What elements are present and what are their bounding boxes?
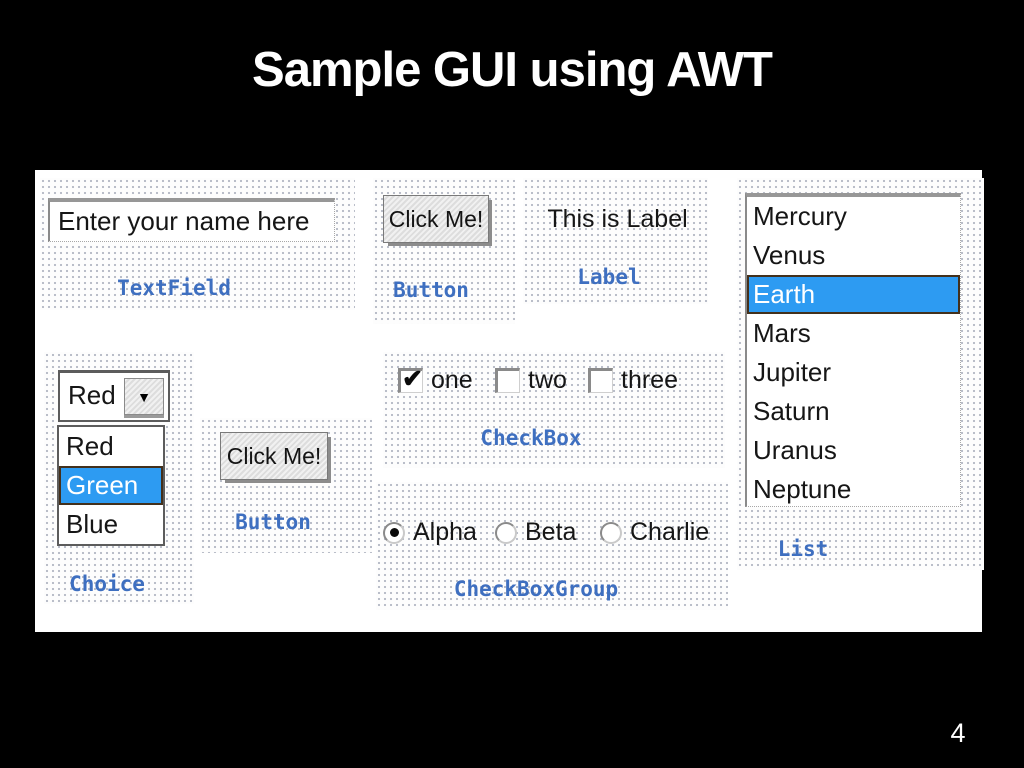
planet-list[interactable]: Mercury Venus Earth Mars Jupiter Saturn … [745, 193, 961, 507]
button1-caption: Button [393, 278, 469, 302]
checkbox-label: two [528, 366, 567, 394]
choice-arrow-button[interactable]: ▼ [124, 378, 164, 415]
checkbox-caption: CheckBox [480, 426, 582, 450]
radio-button[interactable] [600, 521, 622, 544]
checkbox-box-checked[interactable]: ✔ [398, 365, 423, 393]
list-caption: List [777, 537, 829, 561]
choice-caption: Choice [69, 572, 145, 596]
dropdown-arrow-icon: ▼ [137, 388, 151, 405]
list-item[interactable]: Venus [753, 240, 826, 270]
radio-charlie[interactable]: Charlie [600, 518, 709, 547]
checkbox-two[interactable]: two [495, 366, 567, 395]
radio-dot-icon [389, 528, 399, 537]
list-item[interactable]: Neptune [753, 474, 852, 504]
list-item[interactable]: Mars [753, 318, 811, 348]
radio-beta[interactable]: Beta [495, 518, 576, 547]
choice-option[interactable]: Red [66, 431, 114, 461]
choice-option[interactable]: Blue [66, 509, 119, 539]
button2-caption: Button [235, 510, 311, 534]
choice-options-list[interactable]: Red Green Blue [57, 425, 165, 546]
page-title: Sample GUI using AWT [252, 43, 773, 97]
check-icon: ✔ [402, 365, 423, 393]
radio-alpha[interactable]: Alpha [383, 518, 477, 547]
radio-label: Beta [525, 518, 577, 546]
checkbox-box[interactable] [495, 368, 520, 393]
name-textfield[interactable] [48, 198, 335, 242]
checkbox-label: three [621, 366, 678, 394]
checkbox-three[interactable]: three [588, 366, 678, 395]
list-item[interactable]: Jupiter [753, 357, 832, 387]
checkbox-one[interactable]: ✔ one [398, 365, 473, 395]
color-choice-dropdown[interactable]: Red ▼ [58, 370, 170, 422]
textfield-caption: TextField [117, 276, 231, 300]
slide-page-number: 4 [950, 718, 966, 748]
list-item[interactable]: Mercury [753, 201, 847, 231]
list-item[interactable]: Uranus [753, 435, 837, 465]
list-item[interactable]: Saturn [753, 396, 830, 426]
checkbox-panel [383, 352, 725, 468]
checkboxgroup-panel [376, 482, 728, 610]
list-item-selected[interactable]: Earth [747, 275, 960, 314]
choice-selected-value: Red [68, 380, 116, 410]
radio-label: Alpha [413, 518, 477, 546]
radio-button[interactable] [495, 521, 517, 544]
label-panel [523, 178, 708, 304]
checkboxgroup-caption: CheckBoxGroup [453, 577, 619, 601]
radio-button-selected[interactable] [383, 521, 405, 544]
label-caption: Label [577, 265, 641, 289]
radio-label: Charlie [630, 518, 710, 546]
awt-demo-panel: TextField Click Me! Button This is Label… [35, 170, 984, 632]
click-me-button-1[interactable]: Click Me! [383, 195, 489, 243]
demo-label-text: This is Label [547, 205, 688, 233]
choice-option-highlighted[interactable]: Green [59, 466, 163, 505]
click-me-button-2[interactable]: Click Me! [220, 432, 328, 480]
checkbox-label: one [431, 366, 473, 394]
checkbox-box[interactable] [588, 368, 613, 393]
